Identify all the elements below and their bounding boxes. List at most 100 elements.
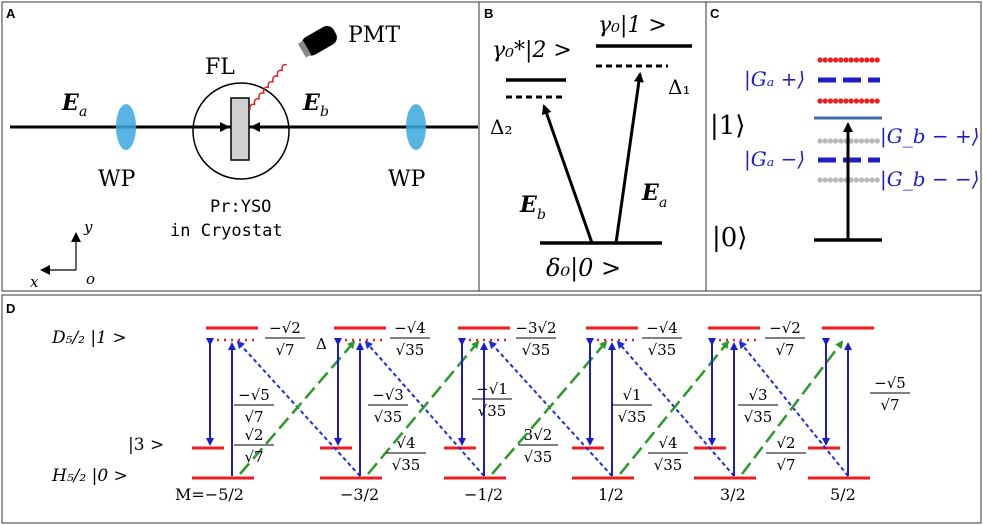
c-red-dot [848, 57, 854, 63]
c-red-dot [859, 98, 865, 104]
c-red-dot [874, 57, 880, 63]
cryostat-circle [192, 82, 290, 180]
d-lower-coeff-den: √35 [654, 456, 683, 474]
d-lower-coeff: 3√2√35 [518, 426, 558, 466]
c-gray-dot [859, 138, 865, 144]
c-red-dot [822, 57, 828, 63]
d-middle-coeff-den: √35 [618, 408, 647, 426]
d-upper-coeff-num: −√2 [269, 319, 301, 337]
d-upper-coeff-den: √35 [648, 341, 677, 359]
c-red-dot [853, 57, 860, 63]
d-lower-coeff-num: √4 [396, 434, 415, 452]
d-lower-coeff-num: 3√2 [524, 426, 553, 444]
panel-d-letter: D [6, 301, 15, 316]
sample-location: in Cryostat [170, 221, 283, 241]
pmt-label: PMT [348, 23, 400, 48]
c-red-dot [864, 98, 870, 104]
d-middle-coeff-num: √3 [748, 386, 767, 404]
c-gray-dot [864, 138, 870, 144]
panel-d-frame [1, 294, 982, 524]
c-red-dot [833, 57, 839, 63]
d-blue-dashed-arrow [616, 340, 735, 477]
panel-a-letter: A [6, 6, 16, 21]
d-middle-coeff-den: √7 [880, 396, 899, 414]
c-gray-dot [817, 138, 823, 144]
d-lower-coeff: √2√7 [234, 426, 274, 466]
d-middle-coeff-den: √7 [244, 408, 263, 426]
c-red-dot [833, 98, 839, 104]
ground-label: δ₀|0 > [546, 254, 621, 283]
c-gray-dot [859, 177, 865, 183]
eb-b-label: E [519, 192, 538, 218]
c-red-dot [838, 57, 844, 63]
delta2-label: Δ₂ [490, 115, 512, 139]
d-upper-coeff-den: √35 [522, 341, 551, 359]
c-red-dot [869, 57, 875, 63]
d-lower-label: H₅/₂ |0 > [51, 466, 128, 486]
d-upper-coeff: −3√2√35 [515, 319, 556, 359]
c-red-dot [859, 57, 865, 63]
eb-label: E [302, 90, 321, 116]
level-1-label: γ₀|1 > [598, 13, 667, 38]
c-gray-dot [853, 177, 860, 183]
c-red-dot [827, 57, 834, 63]
d-middle-coeff-den: √35 [744, 408, 773, 426]
d-middle-coeff: −√3√35 [368, 386, 408, 426]
d-middle-coeff-den: √35 [478, 402, 507, 420]
c-gray-dot [822, 177, 828, 183]
d-blue-dashed-arrow [738, 340, 849, 477]
c-gray-dot [874, 138, 880, 144]
c-ga-plus: |Gₐ +⟩ [744, 67, 805, 92]
c-gray-dot [864, 177, 870, 183]
ea-b-sub: a [659, 195, 667, 211]
fluorescence-wave [249, 63, 287, 111]
c-red-dot [874, 98, 880, 104]
fl-label: FL [205, 55, 235, 80]
d-lower-coeff-den: √7 [244, 448, 263, 466]
d-m-label: 3/2 [720, 485, 746, 504]
panel-c-letter: C [710, 6, 720, 21]
d-transitions [206, 338, 852, 477]
d-lower-coeff-den: √35 [524, 448, 553, 466]
d-lower-coeff: √4√35 [648, 434, 688, 474]
d-middle-coeff-num: √1 [622, 386, 641, 404]
c-red-dot [864, 57, 870, 63]
axis-o-label: o [86, 270, 95, 288]
c-red-dot [817, 57, 823, 63]
c-ket1: |1⟩ [710, 111, 745, 141]
ea-b-label: E [641, 180, 660, 206]
d-upper-coeff-den: √7 [275, 341, 294, 359]
d-middle-coeff: √3√35 [738, 386, 778, 426]
c-gray-dot [869, 138, 875, 144]
d-upper-coeff-num: −√4 [646, 319, 678, 337]
d-coefficients: −√2√7−√4√35−3√2√35−√4√35−√2√7−√5√7−√3√35… [175, 319, 910, 504]
d-lower-coeff-den: √35 [392, 456, 421, 474]
eb-sub: b [320, 104, 329, 120]
axis-x-label: x [30, 273, 39, 291]
c-red-dot [838, 98, 844, 104]
c-gray-dot [838, 138, 844, 144]
d-middle-coeff-den: √35 [374, 408, 403, 426]
d-m-label: 5/2 [830, 485, 856, 504]
d-middle-coeff: √1√35 [612, 386, 652, 426]
ea-transition-arrow [614, 72, 644, 244]
c-gray-dot [848, 177, 854, 183]
wp-right-label: WP [388, 167, 426, 192]
c-gray-dot [848, 138, 854, 144]
d-upper-coeff: −√2√7 [765, 319, 805, 359]
c-gb-plus: |G_b − +⟩ [880, 124, 980, 149]
d-middle-coeff: −√5√7 [234, 386, 274, 426]
c-gray-dot [833, 177, 839, 183]
sample-name: Pr:YSO [210, 197, 271, 217]
c-gray-dot [838, 177, 844, 183]
d-blue-dashed-arrow [488, 340, 613, 477]
d-middle-coeff-num: −√1 [476, 380, 508, 398]
d-middle-coeff-num: −√5 [874, 374, 906, 392]
c-red-dot [827, 98, 834, 104]
ea-sub: a [79, 104, 87, 120]
d-lower-coeff-den: √7 [776, 456, 795, 474]
d-m-label: −1/2 [464, 485, 503, 504]
d-upper-coeff: −√4√35 [642, 319, 682, 359]
